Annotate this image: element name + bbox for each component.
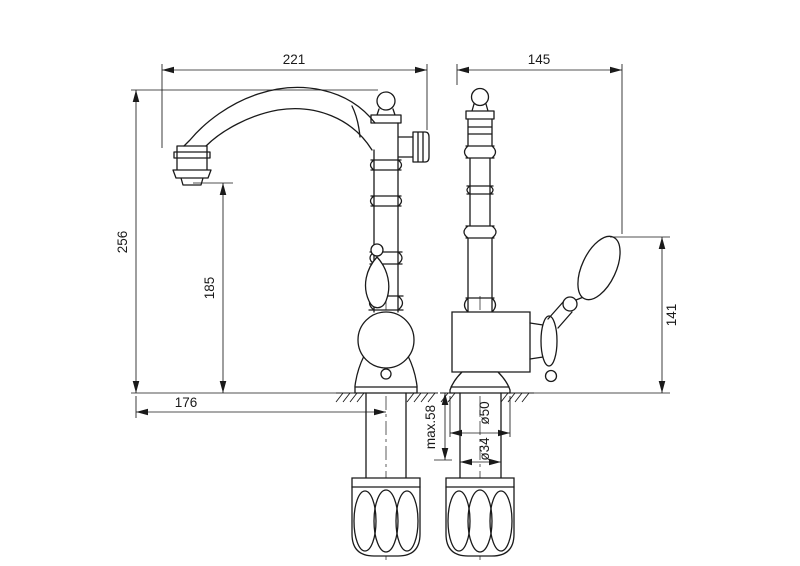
front-spout xyxy=(183,86,376,151)
front-top-finial xyxy=(370,91,402,124)
dim-label-max-deck-thickness: max.58 xyxy=(423,405,438,449)
dim-label-spout-outlet-height: 185 xyxy=(202,277,217,300)
side-housing-drop-ornament xyxy=(544,369,558,383)
front-diverter-knob xyxy=(398,131,430,163)
extension-lines xyxy=(131,64,670,461)
side-handle-grip xyxy=(577,235,621,301)
dim-label-handle-height: 141 xyxy=(664,304,679,327)
dim-label-spout-reach: 221 xyxy=(283,52,306,67)
front-shank xyxy=(365,392,407,479)
front-aerator xyxy=(172,145,212,186)
side-body-column xyxy=(463,87,497,313)
dim-label-base-diameter: ø50 xyxy=(477,401,492,424)
front-handle-ornament xyxy=(364,243,390,309)
side-base xyxy=(449,371,511,394)
side-mounting-nut xyxy=(445,477,515,557)
dim-label-overall-height: 256 xyxy=(115,231,130,254)
side-lever-handle xyxy=(547,235,621,329)
front-ball-joint xyxy=(357,311,415,380)
dim-label-side-width: 145 xyxy=(528,52,551,67)
front-view xyxy=(172,86,430,562)
side-view xyxy=(445,87,621,562)
counter-hatching xyxy=(335,392,530,403)
dimension-labels: 221 145 256 185 141 176 max.58 ø50 ø34 xyxy=(115,52,679,461)
side-valve-housing xyxy=(451,311,558,383)
dim-label-shank-diameter: ø34 xyxy=(477,437,492,461)
front-mounting-nut xyxy=(351,477,421,557)
dim-label-spout-tip-to-axis: 176 xyxy=(175,395,198,410)
